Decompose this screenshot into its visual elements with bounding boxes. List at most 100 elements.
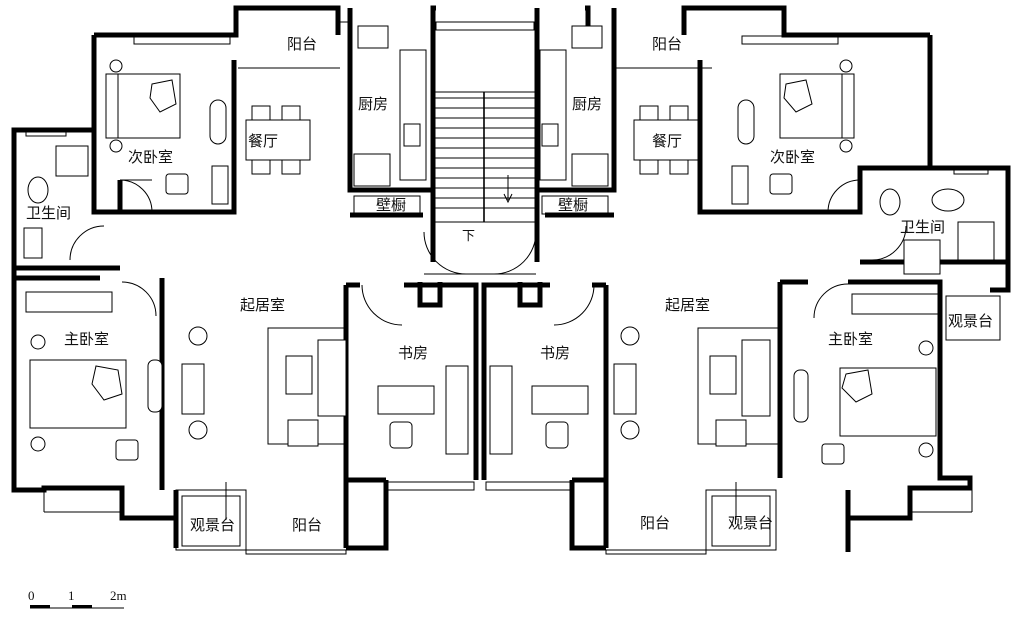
wall-bed-left	[91, 130, 120, 215]
label-living-r: 起居室	[665, 296, 710, 314]
window-study-r	[485, 481, 573, 491]
shower-l	[55, 145, 89, 177]
wall-second-bed-bottom	[117, 60, 237, 215]
dining-table-l	[245, 119, 311, 161]
label-closet-l: 壁橱	[376, 196, 406, 214]
shelf-second-r	[731, 165, 749, 205]
label-study-l: 书房	[398, 344, 428, 362]
room-labels: 阳台 阳台 厨房 厨房 餐厅 餐厅 次卧室 次卧室 卫生间 卫生间 壁橱 壁橱 …	[26, 35, 993, 534]
wall-second-bed-bottom-r	[697, 60, 930, 215]
scale-tick-1: 1	[68, 588, 75, 603]
left-unit-walls	[11, 5, 479, 551]
door-entry-r	[493, 231, 537, 275]
label-view-deck-r: 观景台	[948, 312, 993, 330]
wall-balcony-top-left	[233, 5, 340, 28]
window-study-l	[385, 481, 475, 491]
furniture-left	[23, 25, 469, 461]
label-second-bed-r: 次卧室	[770, 148, 815, 166]
door-second-bed-r	[827, 179, 861, 213]
scale-bar: 0 1 2m	[28, 588, 127, 609]
armchair-living-r	[715, 419, 747, 447]
lamp-master-l-a	[30, 334, 46, 350]
toilet-r	[879, 188, 901, 216]
scale-seg-2	[72, 605, 92, 608]
bed-blanket-master-r	[841, 369, 873, 403]
right-unit-walls	[481, 5, 1011, 552]
wall-kitchen-left	[347, 8, 433, 193]
label-closet-r: 壁橱	[558, 196, 588, 214]
bed-blanket-second-l	[149, 79, 177, 113]
chair-second-r	[737, 99, 755, 145]
tub-r	[957, 221, 995, 261]
door-bath-r	[871, 225, 907, 261]
wall-right-outer	[927, 35, 1011, 293]
bookshelf-study-l	[445, 365, 469, 455]
scale-tick-2: 2m	[110, 588, 127, 603]
door-study-r	[553, 284, 595, 326]
wall-master-bottom	[14, 485, 179, 521]
dining-chair-l-d	[281, 159, 301, 175]
label-dining-l: 餐厅	[248, 132, 278, 150]
bed-blanket-second-r	[783, 79, 813, 113]
dining-chair-r-c	[639, 159, 659, 175]
label-balcony-tr: 阳台	[652, 35, 682, 53]
door-master-r	[813, 283, 849, 319]
chair-second-l	[209, 99, 227, 145]
plant-living-l-a	[188, 326, 208, 346]
doors	[69, 179, 907, 520]
plant-living-r-a	[620, 326, 640, 346]
lamp-master-l-b	[30, 436, 46, 452]
view-deck-r-frame	[945, 295, 1001, 341]
wall-top-left	[94, 5, 341, 38]
basin-r	[931, 188, 965, 212]
fridge-kitchen-l	[353, 153, 391, 187]
label-study-r: 书房	[540, 344, 570, 362]
lamp-second-r-b	[839, 139, 853, 153]
counter-kitchen-r	[539, 49, 567, 181]
wardrobe-master-r	[851, 293, 939, 315]
fridge-kitchen-r	[571, 153, 609, 187]
sofa-living-r	[741, 339, 771, 417]
label-bath-l: 卫生间	[26, 204, 71, 222]
label-balcony-tl: 阳台	[287, 35, 317, 53]
lamp-master-r-a	[918, 340, 934, 356]
shower-r	[903, 239, 941, 275]
wall-master-bottom-r	[845, 340, 973, 521]
plant-living-l-b	[188, 420, 208, 440]
wall-kitchen-right-r	[537, 8, 617, 193]
balcony-bl-rail	[245, 549, 347, 555]
shelf-second-l	[211, 165, 229, 205]
label-living-l: 起居室	[240, 296, 285, 314]
window-bath-l	[25, 129, 67, 137]
desk-study-l	[377, 385, 435, 415]
window-second-bed-r	[741, 35, 839, 45]
label-view-deck-bl: 观景台	[190, 516, 235, 534]
lamp-master-r-b	[918, 442, 934, 458]
wall-study-right	[404, 282, 479, 480]
dining-table-r	[633, 119, 699, 161]
label-bath-r: 卫生间	[900, 218, 945, 236]
wardrobe-master-l	[25, 291, 113, 313]
window-stair	[435, 21, 535, 31]
windows	[25, 21, 1001, 555]
tv-master-r	[793, 369, 809, 423]
dining-chair-r-d	[669, 159, 689, 175]
coffee-table-living-r	[709, 355, 737, 395]
stove-kitchen-r	[541, 123, 559, 147]
wall-stair-landing-right	[517, 282, 543, 308]
label-second-bed-l: 次卧室	[128, 148, 173, 166]
dining-chair-l-c	[251, 159, 271, 175]
wall-balcony-right	[346, 480, 389, 551]
stove-kitchen-l	[403, 123, 421, 147]
chair-study-l	[389, 421, 413, 449]
chair-master-r	[821, 443, 845, 465]
wall-balcony-left-r	[569, 480, 606, 551]
stair-arrow-head	[503, 193, 513, 204]
label-view-deck-br: 观景台	[728, 514, 773, 532]
dining-chair-l-b	[281, 105, 301, 121]
basin-l	[23, 227, 43, 259]
closet-box-l	[353, 195, 421, 215]
desk-study-r	[531, 385, 589, 415]
